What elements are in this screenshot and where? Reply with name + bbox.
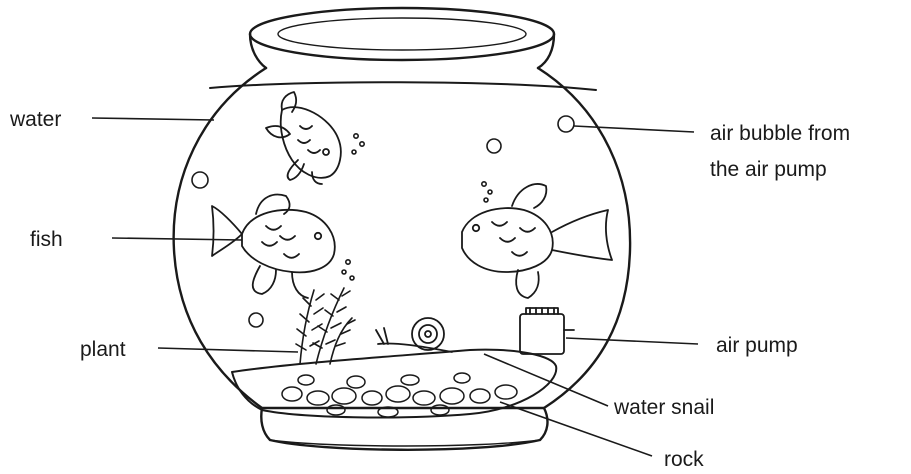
fish-top (266, 92, 341, 184)
label-air-bubble-line1: air bubble from (710, 122, 850, 145)
air-pump-leader-line (566, 338, 698, 344)
rocks (282, 373, 517, 417)
water-leader-line (92, 118, 214, 120)
plant (296, 288, 355, 364)
label-air-pump: air pump (716, 334, 798, 357)
bowl-rim (250, 8, 554, 60)
fish-left (212, 195, 335, 298)
water-surface (210, 82, 596, 90)
plant-leader-line (158, 348, 298, 352)
fishbowl (174, 8, 630, 450)
water-snail (376, 318, 452, 352)
air-bubble-leader-line (574, 126, 694, 132)
label-plant: plant (80, 338, 126, 361)
label-water: water (9, 108, 61, 131)
label-fish: fish (30, 228, 63, 251)
label-rock: rock (664, 448, 704, 471)
air-pump (520, 308, 574, 354)
label-water-snail: water snail (613, 396, 714, 419)
fish-leader-line (112, 238, 242, 240)
label-air-bubble-line2: the air pump (710, 158, 827, 181)
